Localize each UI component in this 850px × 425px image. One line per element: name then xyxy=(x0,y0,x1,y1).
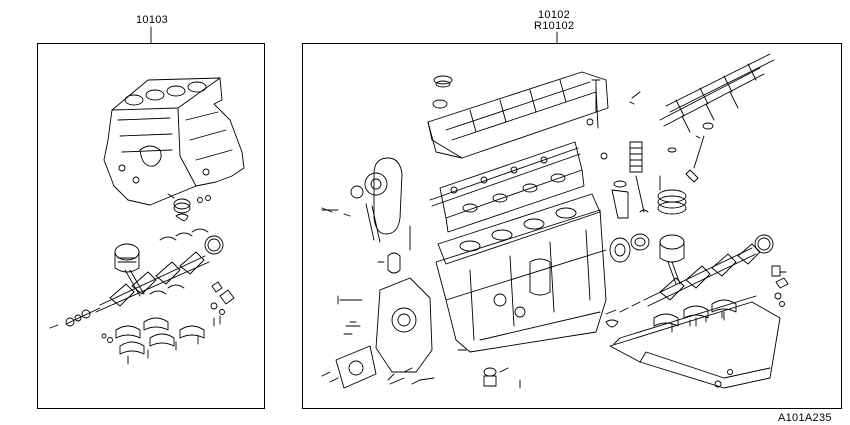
block-small-parts xyxy=(168,194,211,221)
bolts-drawing xyxy=(322,88,618,388)
rocker-shaft-drawing xyxy=(630,54,774,182)
oil-pan-drawing xyxy=(610,296,780,388)
piston-rings-drawing xyxy=(610,190,686,284)
cylinder-block-drawing xyxy=(104,78,244,205)
engine-block-drawing xyxy=(436,210,606,352)
valve-springs-drawing xyxy=(612,142,676,218)
partial-engine-frame xyxy=(302,43,842,409)
bearing-caps-right-drawing xyxy=(654,300,736,332)
cylinder-head-drawing xyxy=(430,142,584,232)
front-cover-drawing xyxy=(322,278,432,388)
valve-cover-drawing xyxy=(428,72,608,158)
part-number-partial-engine: 10102 xyxy=(538,9,571,21)
part-number-short-block: 10103 xyxy=(136,14,169,26)
crankshaft-assembly-drawing xyxy=(50,229,234,328)
crankshaft-right-drawing xyxy=(606,235,788,314)
part-number-partial-engine-reman: R10102 xyxy=(534,20,575,32)
timing-chain-drawing xyxy=(322,158,410,273)
short-block-frame xyxy=(37,43,265,409)
diagram-code: A101A235 xyxy=(778,412,832,424)
bearing-caps-drawing xyxy=(102,318,204,364)
